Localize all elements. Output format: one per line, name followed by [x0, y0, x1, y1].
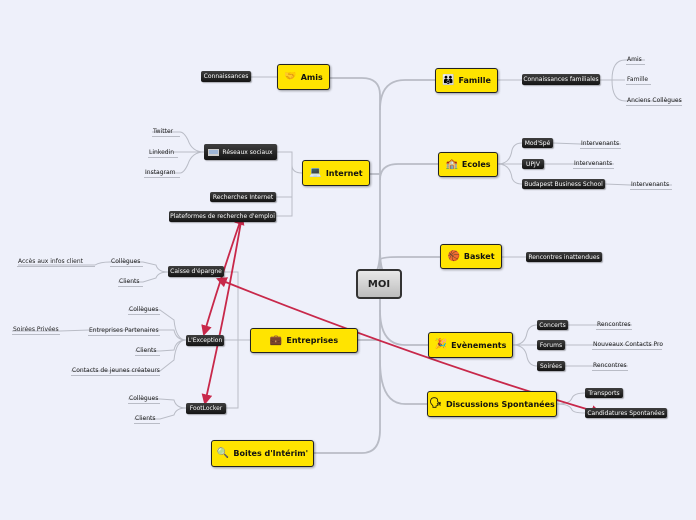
- computer-icon: 💻: [309, 167, 322, 178]
- subtopic-concerts[interactable]: Concerts: [537, 320, 568, 330]
- central-node-label: MOI: [367, 278, 391, 290]
- topic-basket[interactable]: 🏀 Basket: [440, 244, 502, 269]
- subtopic-caisse-epargne[interactable]: Caisse d'épargne: [168, 266, 224, 277]
- basketball-icon: 🏀: [447, 250, 460, 262]
- leaf-famille-famille[interactable]: Famille: [626, 76, 651, 85]
- topic-famille[interactable]: 👪 Famille: [435, 68, 498, 93]
- topic-internet-label: Internet: [325, 168, 363, 178]
- subtopic-upjv[interactable]: UPJV: [522, 159, 544, 169]
- subtopic-modspe[interactable]: Mod'Spé: [522, 138, 553, 148]
- family-icon: 👪: [442, 74, 455, 86]
- leaf-soirees-privees[interactable]: Soirées Privées: [12, 326, 60, 335]
- topic-entreprises-label: Entreprises: [286, 336, 339, 345]
- leaf-footlocker-clients[interactable]: Clients: [134, 415, 160, 424]
- leaf-footlocker-collegues[interactable]: Collègues: [128, 395, 160, 404]
- subtopic-soirees[interactable]: Soirées: [537, 361, 565, 371]
- topic-amis[interactable]: 🤝 Amis: [277, 64, 330, 90]
- leaf-upjv-intervenants[interactable]: Intervenants: [573, 160, 614, 169]
- subtopic-footlocker[interactable]: FootLocker: [186, 403, 226, 414]
- topic-ecoles[interactable]: 🏫 Ecoles: [438, 152, 498, 177]
- leaf-contacts-jeunes-createurs[interactable]: Contacts de jeunes créateurs: [71, 367, 160, 376]
- topic-ecoles-label: Ecoles: [461, 160, 491, 169]
- topic-internet[interactable]: 💻 Internet: [302, 160, 370, 186]
- subtopic-l-exception[interactable]: L'Exception: [186, 335, 224, 346]
- leaf-concerts-rencontres[interactable]: Rencontres: [596, 321, 632, 330]
- topic-discussions-label: Discussions Spontanées: [445, 399, 555, 409]
- leaf-caisse-clients[interactable]: Clients: [118, 278, 143, 287]
- subtopic-recherches-internet[interactable]: Recherches Internet: [210, 192, 276, 202]
- subtopic-reseaux-sociaux[interactable]: Réseaux sociaux: [204, 144, 277, 160]
- topic-entreprises[interactable]: 💼 Entreprises: [250, 328, 358, 353]
- laptop-icon: [208, 148, 220, 156]
- central-node[interactable]: MOI: [356, 269, 402, 299]
- subtopic-forums[interactable]: Forums: [537, 340, 565, 350]
- leaf-anciens-collegues[interactable]: Anciens Collègues: [626, 97, 682, 106]
- magnifier-icon: 🔍: [216, 447, 230, 459]
- subtopic-rencontres-inattendues[interactable]: Rencontres inattendues: [526, 252, 602, 262]
- leaf-budapest-intervenants[interactable]: Intervenants: [630, 181, 672, 190]
- briefcase-icon: 💼: [269, 334, 283, 346]
- leaf-nouveaux-contacts-pro[interactable]: Nouveaux Contacts Pro: [592, 341, 664, 350]
- leaf-exception-clients[interactable]: Clients: [135, 347, 160, 356]
- topic-basket-label: Basket: [463, 252, 495, 261]
- leaf-entreprises-partenaires[interactable]: Entreprises Partenaires: [88, 327, 160, 336]
- leaf-linkedin[interactable]: Linkedin: [148, 149, 178, 158]
- leaf-soirees-rencontres[interactable]: Rencontres: [592, 362, 628, 371]
- topic-evenements-label: Evènements: [451, 340, 507, 350]
- subtopic-transports[interactable]: Transports: [585, 388, 623, 398]
- leaf-acces-infos-client[interactable]: Accès aux infos client: [17, 258, 95, 267]
- topic-amis-label: Amis: [300, 72, 323, 82]
- subtopic-reseaux-label: Réseaux sociaux: [222, 148, 273, 156]
- topic-interim-label: Boites d'Intérim': [233, 449, 309, 458]
- topic-famille-label: Famille: [458, 76, 491, 85]
- subtopic-connaissances[interactable]: Connaissances: [201, 71, 251, 82]
- subtopic-budapest-business-school[interactable]: Budapest Business School: [522, 179, 605, 189]
- leaf-twitter[interactable]: Twitter: [152, 128, 180, 137]
- party-icon: 🎉: [434, 339, 448, 350]
- subtopic-candidatures-spontanees[interactable]: Candidatures Spontanées: [585, 408, 667, 418]
- topic-evenements[interactable]: 🎉 Evènements: [428, 332, 513, 358]
- leaf-instagram[interactable]: Instagram: [144, 169, 180, 178]
- school-icon: 🏫: [445, 158, 458, 170]
- topic-discussions[interactable]: 🗣 Discussions Spontanées: [427, 391, 557, 417]
- subtopic-plateformes[interactable]: Plateformes de recherche d'emploi: [169, 211, 276, 222]
- topic-boites-interim[interactable]: 🔍 Boites d'Intérim': [211, 440, 314, 467]
- subtopic-connaissances-familiales[interactable]: Connaissances familiales: [522, 74, 600, 85]
- speaking-head-icon: 🗣: [429, 398, 442, 409]
- leaf-caisse-collegues[interactable]: Collègues: [110, 258, 143, 267]
- handshake-icon: 🤝: [284, 71, 297, 82]
- leaf-modspe-intervenants[interactable]: Intervenants: [580, 140, 621, 149]
- leaf-exception-collegues[interactable]: Collègues: [128, 306, 160, 315]
- leaf-famille-amis[interactable]: Amis: [626, 56, 645, 65]
